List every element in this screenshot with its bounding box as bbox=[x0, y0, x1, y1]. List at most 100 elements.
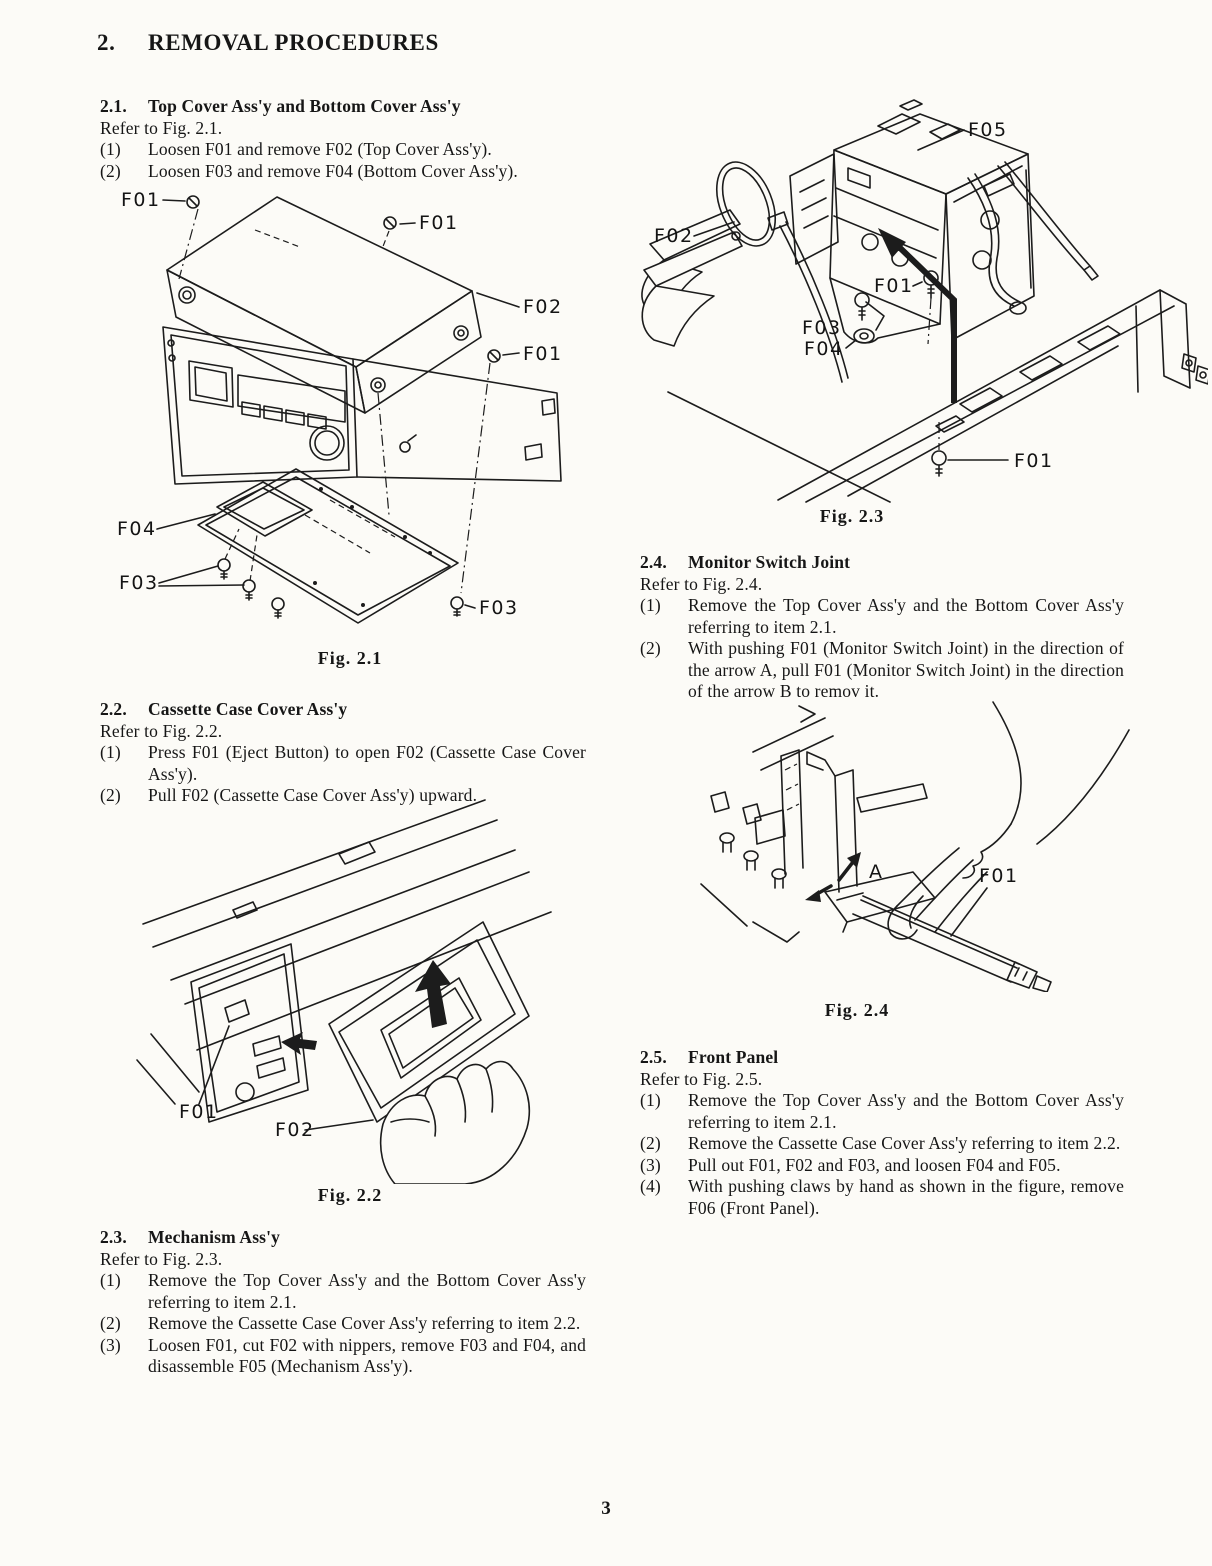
list-item: (2) Remove the Cassette Case Cover Ass'y… bbox=[640, 1133, 1124, 1155]
item-number: (1) bbox=[640, 1090, 661, 1110]
section-title: Top Cover Ass'y and Bottom Cover Ass'y bbox=[148, 96, 461, 116]
section-heading: 2.2.Cassette Case Cover Ass'y bbox=[100, 699, 586, 721]
item-number: (2) bbox=[640, 638, 661, 658]
refer-note: Refer to Fig. 2.3. bbox=[100, 1248, 223, 1269]
screw-icon bbox=[853, 270, 947, 477]
cable-tie-drawing bbox=[715, 161, 849, 383]
item-text: Remove the Cassette Case Cover Ass'y ref… bbox=[688, 1133, 1121, 1153]
chassis-drawing bbox=[136, 799, 552, 1105]
list-item: (2) With pushing F01 (Monitor Switch Joi… bbox=[640, 638, 1124, 703]
figure-label-f02: F02 bbox=[654, 225, 694, 247]
background-structure-drawing bbox=[752, 705, 834, 875]
section-heading: 2.1. Top Cover Ass'y and Bottom Cover Ass… bbox=[100, 96, 586, 118]
section-title: Front Panel bbox=[688, 1047, 779, 1067]
page-title: 2.REMOVAL PROCEDURES bbox=[97, 30, 439, 56]
item-number: (1) bbox=[640, 595, 661, 615]
item-text: Loosen F01 and remove F02 (Top Cover Ass… bbox=[148, 139, 492, 159]
section-2-2: 2.2.Cassette Case Cover Ass'y Refer to F… bbox=[100, 699, 586, 807]
list-item: (1) Loosen F01 and remove F02 (Top Cover… bbox=[100, 139, 586, 161]
top-cover-drawing bbox=[166, 196, 482, 414]
page-number: 3 bbox=[601, 1498, 611, 1519]
item-number: (2) bbox=[100, 1313, 121, 1333]
item-text: Pull F02 (Cassette Case Cover Ass'y) upw… bbox=[148, 785, 478, 805]
figure-label-f02: F02 bbox=[523, 296, 563, 318]
figure-caption-2-3: Fig. 2.3 bbox=[819, 506, 885, 526]
screw-icon bbox=[186, 195, 501, 363]
item-number: (2) bbox=[100, 785, 121, 805]
figure-label-f01: F01 bbox=[979, 865, 1019, 887]
hand-drawing bbox=[887, 701, 1130, 940]
item-number: (1) bbox=[100, 742, 121, 762]
pcb-components-drawing bbox=[700, 791, 800, 943]
item-text: Pull out F01, F02 and F03, and loosen F0… bbox=[688, 1154, 1061, 1175]
list-item: (3) Pull out F01, F02 and F03, and loose… bbox=[640, 1155, 1124, 1177]
figure-label-f02: F02 bbox=[275, 1119, 315, 1141]
list-item: (2) Loosen F03 and remove F04 (Bottom Co… bbox=[100, 161, 586, 183]
figure-label-f03: F03 bbox=[802, 317, 842, 339]
item-text: Loosen F01, cut F02 with nippers, remove… bbox=[148, 1334, 586, 1377]
figure-2-4-drawing: A F01 bbox=[700, 701, 1130, 992]
figure-label-f03: F03 bbox=[119, 572, 159, 594]
list-item: (2) Remove the Cassette Case Cover Ass'y… bbox=[100, 1313, 586, 1335]
hand-drawing bbox=[379, 1060, 531, 1184]
list-item: (3) Loosen F01, cut F02 with nippers, re… bbox=[100, 1335, 586, 1378]
fig22-leader-lines bbox=[198, 1025, 374, 1131]
section-heading: 2.3. Mechanism Ass'y bbox=[100, 1227, 586, 1249]
figure-label-f01: F01 bbox=[523, 343, 563, 365]
fig23-leader-lines bbox=[693, 129, 1009, 461]
refer-note: Refer to Fig. 2.2. bbox=[100, 720, 223, 741]
section-heading: 2.5.Front Panel bbox=[640, 1047, 1124, 1069]
list-item: (1) Remove the Top Cover Ass'y and the B… bbox=[640, 1090, 1124, 1133]
direction-arrow-icon bbox=[878, 228, 957, 403]
figure-label-f01: F01 bbox=[419, 212, 459, 234]
section-title: Mechanism Ass'y bbox=[148, 1227, 281, 1247]
eject-arrow-icon bbox=[281, 1032, 317, 1055]
item-number: (4) bbox=[640, 1176, 661, 1196]
section-title: Monitor Switch Joint bbox=[688, 552, 851, 572]
list-item: (1) Remove the Top Cover Ass'y and the B… bbox=[640, 595, 1124, 638]
up-arrow-icon bbox=[415, 960, 451, 1028]
list-item: (2) Pull F02 (Cassette Case Cover Ass'y)… bbox=[100, 785, 586, 807]
section-2-5: 2.5.Front Panel Refer to Fig. 2.5. (1) R… bbox=[640, 1047, 1124, 1219]
item-text: Remove the Cassette Case Cover Ass'y ref… bbox=[148, 1313, 581, 1333]
refer-note: Refer to Fig. 2.4. bbox=[640, 573, 763, 594]
chassis-frame-drawing bbox=[667, 289, 1208, 503]
section-number: 2.3. bbox=[100, 1227, 127, 1247]
figure-label-f03: F03 bbox=[479, 597, 519, 619]
figure-label-f01: F01 bbox=[121, 189, 161, 211]
fig21-leader-lines bbox=[156, 199, 520, 609]
page-title-text: REMOVAL PROCEDURES bbox=[148, 30, 439, 55]
figure-2-1-drawing: F01 F01 F02 F01 F04 F03 F03 bbox=[117, 189, 563, 624]
joint-lever-drawing bbox=[852, 895, 1052, 992]
figure-label-a: A bbox=[869, 861, 884, 883]
item-text: Remove the Top Cover Ass'y and the Botto… bbox=[688, 1090, 1124, 1132]
figure-label-f05: F05 bbox=[968, 119, 1008, 141]
fig24-leader-line bbox=[950, 887, 988, 937]
list-item: (1) Press F01 (Eject Button) to open F02… bbox=[100, 742, 586, 785]
refer-note: Refer to Fig. 2.1. bbox=[100, 117, 223, 138]
section-number: 2.1. bbox=[100, 96, 127, 116]
figure-label-f01: F01 bbox=[179, 1101, 219, 1123]
figure-label-f01: F01 bbox=[1014, 450, 1054, 472]
figure-2-2-drawing: F01 F02 bbox=[136, 799, 552, 1184]
item-text: With pushing F01 (Monitor Switch Joint) … bbox=[688, 638, 1124, 701]
figure-caption-2-4: Fig. 2.4 bbox=[824, 1000, 890, 1020]
item-text: With pushing claws by hand as shown in t… bbox=[688, 1176, 1124, 1218]
list-item: (1) Remove the Top Cover Ass'y and the B… bbox=[100, 1270, 586, 1313]
arrow-a-icon bbox=[837, 852, 861, 882]
main-unit-drawing bbox=[162, 326, 562, 485]
figure-label-f04: F04 bbox=[117, 518, 157, 540]
figure-caption-2-2: Fig. 2.2 bbox=[317, 1185, 383, 1205]
bottom-plate-drawing bbox=[197, 468, 464, 624]
figure-2-3-drawing: F05 F02 F01 F03 F04 F01 bbox=[641, 99, 1208, 503]
item-number: (3) bbox=[100, 1334, 121, 1355]
figure-caption-2-1: Fig. 2.1 bbox=[317, 648, 383, 668]
section-2-4: 2.4. Monitor Switch Joint Refer to Fig. 2… bbox=[640, 552, 1124, 703]
item-number: (1) bbox=[100, 139, 121, 159]
item-number: (1) bbox=[100, 1270, 121, 1290]
item-text: Press F01 (Eject Button) to open F02 (Ca… bbox=[148, 742, 586, 784]
section-number: 2.4. bbox=[640, 552, 667, 572]
section-heading: 2.4. Monitor Switch Joint bbox=[640, 552, 1124, 574]
section-2-1: 2.1. Top Cover Ass'y and Bottom Cover Ass… bbox=[100, 96, 586, 182]
front-panel-drawing bbox=[190, 943, 309, 1123]
